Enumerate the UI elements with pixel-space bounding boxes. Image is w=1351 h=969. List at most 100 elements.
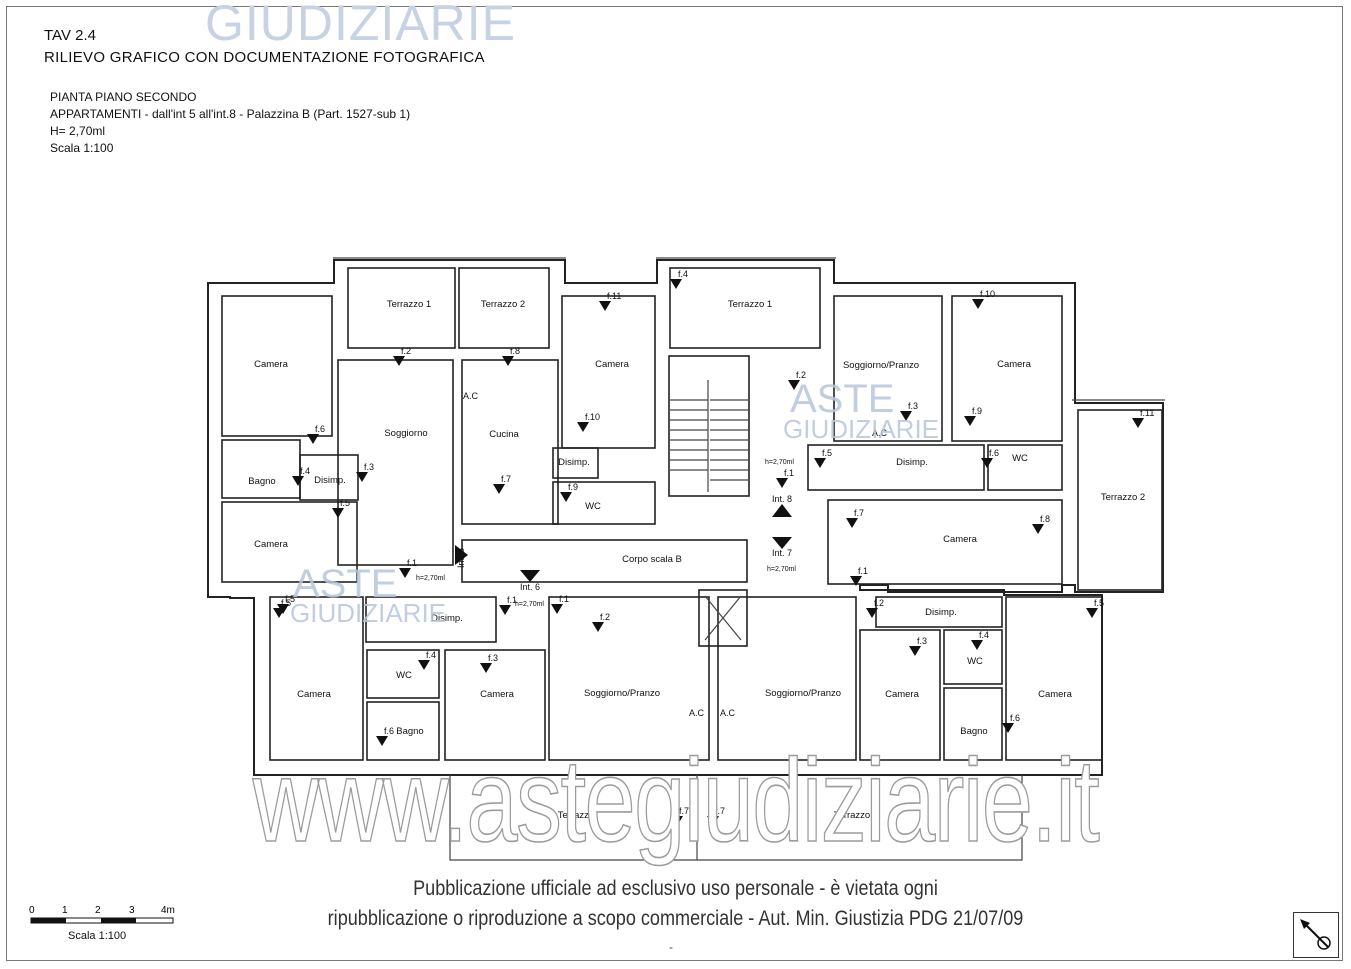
photo-marker-label: f.7 (854, 508, 864, 518)
photo-marker-icon (551, 604, 563, 614)
room-bagno-l (221, 439, 301, 499)
photo-marker-icon (866, 608, 878, 618)
label-terrazzo1-b: Terrazzo 1 (728, 299, 772, 310)
photo-marker-label: f.1 (784, 468, 794, 478)
photo-marker-icon (707, 816, 719, 826)
entrance-arrow-int8 (772, 504, 792, 517)
photo-marker-label: f.7 (679, 806, 689, 816)
label-camera-ml: Camera (254, 539, 289, 550)
photo-marker-label: f.4 (678, 269, 688, 279)
sheet-subtitle: RILIEVO GRAFICO CON DOCUMENTAZIONE FOTOG… (44, 49, 485, 66)
label-terrazzo-bl: Terrazzo (558, 810, 594, 821)
photo-marker-icon (670, 279, 682, 289)
photo-marker-label: f.6 (315, 424, 325, 434)
label-bagno-l: Bagno (248, 476, 275, 487)
room-wc-r (987, 444, 1063, 491)
room-terrazzo2-b (1077, 409, 1163, 591)
photo-marker-label: f.6 (1010, 713, 1020, 723)
terrazzo-bottom-outline (449, 775, 1023, 861)
scale-bar: 0 1 2 3 4m (29, 905, 175, 924)
watermark-aste-2: ASTE (293, 562, 397, 606)
label-corpo-scala: Corpo scala B (622, 554, 682, 565)
room-corpo-scala (461, 539, 748, 583)
photo-marker-label: f.1 (407, 558, 417, 568)
label-wc-br: WC (967, 656, 983, 667)
room-disimp-r (807, 444, 985, 491)
photo-marker-label: f.5 (1094, 598, 1104, 608)
room-camera-bl2 (444, 649, 546, 761)
photo-marker-label: f.10 (980, 289, 995, 299)
stair-treads-right (710, 399, 748, 481)
note-ac-2: A.C (872, 428, 888, 438)
photo-marker-icon (971, 640, 983, 650)
photo-marker-icon (1086, 608, 1098, 618)
photo-marker-icon (1132, 418, 1144, 428)
photo-marker-label: f.10 (585, 412, 600, 422)
watermark-top: GIUDIZIARIE (205, 0, 517, 51)
photo-marker-icon (788, 380, 800, 390)
watermark-giudiziarie-1: GIUDIZIARIE (783, 414, 939, 444)
label-cucina: Cucina (489, 429, 519, 440)
note-ac-3: A.C (689, 708, 705, 718)
photo-marker-icon (981, 458, 993, 468)
label-wc-bl: WC (396, 670, 412, 681)
photo-marker-icon (1002, 723, 1014, 733)
photo-marker-icon (909, 646, 921, 656)
note-ac-4: A.C (720, 708, 736, 718)
room-soggiorno-pranzo-tr (833, 295, 943, 442)
photo-marker-label: f.2 (874, 598, 884, 608)
photo-marker-icon (502, 356, 514, 366)
label-soggiorno: Soggiorno (384, 428, 427, 439)
room-camera-tl (221, 295, 333, 437)
room-disimp-br (875, 596, 1003, 628)
label-camera-tc: Camera (595, 359, 630, 370)
photo-marker-icon (393, 356, 405, 366)
label-camera-br2: Camera (1038, 689, 1073, 700)
note-int8: Int. 8 (772, 494, 792, 504)
room-terrazzo1-a (347, 267, 456, 349)
photo-marker-label: f.6 (989, 448, 999, 458)
room-soggiorno-pranzo-br (717, 596, 857, 761)
room-wc-bl (366, 649, 440, 699)
photo-marker-label: f.5 (822, 448, 832, 458)
room-camera-tc (561, 295, 656, 449)
room-bagno-bl (366, 701, 440, 761)
watermark-website: www.astegiudiziarie.it (252, 735, 1100, 867)
sheet-frame (6, 6, 1343, 961)
photo-marker-icon (577, 422, 589, 432)
photo-marker-label: f.8 (1040, 514, 1050, 524)
photo-marker-label: f.5 (281, 598, 291, 608)
label-disimp-bl: Disimp. (431, 613, 463, 624)
entrance-arrow-int6 (520, 570, 540, 582)
photo-marker-label: f.1 (559, 594, 569, 604)
info-apartments: APPARTAMENTI - dall'int 5 all'int.8 - Pa… (50, 107, 411, 121)
label-terrazzo2-a: Terrazzo 2 (481, 299, 525, 310)
photo-marker-label: f.2 (796, 370, 806, 380)
label-soggiorno-pranzo-br: Soggiorno/Pranzo (765, 688, 841, 699)
scale-label: Scala 1:100 (68, 930, 127, 942)
room-bagno-br (943, 687, 1003, 761)
room-camera-br2 (1005, 596, 1103, 761)
label-terrazzo2-b: Terrazzo 2 (1101, 492, 1145, 503)
scale-tick-0: 0 (29, 905, 35, 916)
photo-marker-label: f.1 (858, 566, 868, 576)
room-wc-br (943, 629, 1003, 685)
photo-marker-label: f.5 (340, 498, 350, 508)
label-camera-br1: Camera (885, 689, 920, 700)
label-soggiorno-pranzo-bl: Soggiorno/Pranzo (584, 688, 660, 699)
room-terrazzo2-a (458, 267, 550, 349)
label-soggiorno-pranzo-tr: Soggiorno/Pranzo (843, 360, 919, 371)
photo-marker-label: f.7 (501, 474, 511, 484)
watermark-aste-1: ASTE (790, 377, 894, 421)
label-disimp-r: Disimp. (896, 457, 928, 468)
photo-marker-icon (1032, 524, 1044, 534)
photo-marker-icon (399, 568, 411, 578)
photo-marker-icon (599, 301, 611, 311)
photo-marker-label: f.2 (401, 346, 411, 356)
room-soggiorno (337, 359, 454, 566)
room-camera-ml (221, 501, 358, 583)
photo-marker-label: f.7 (715, 806, 725, 816)
note-int7: Int. 7 (772, 548, 792, 558)
